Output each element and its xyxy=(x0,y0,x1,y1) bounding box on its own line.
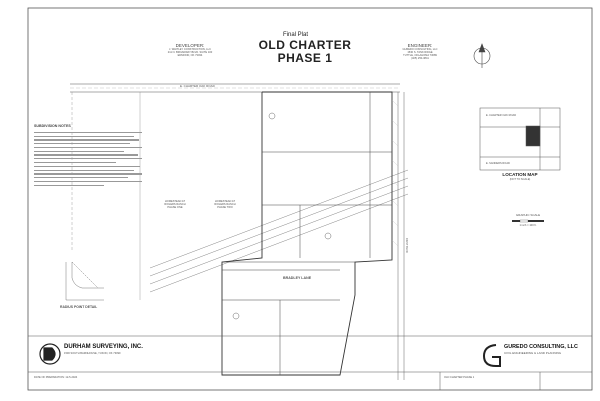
location-map-frame xyxy=(479,107,561,171)
homestead-phase: PHASE ONE xyxy=(167,206,183,209)
developer-heading: DEVELOPER: xyxy=(175,43,205,48)
surveyor-address: 1500 SOUTH BARNHOUSE, YUKON, OK 73099 xyxy=(64,352,121,355)
subdivision-boundary xyxy=(221,91,393,376)
guredo-logo xyxy=(482,344,501,367)
hatch-strip xyxy=(391,99,399,247)
homestead-name: HOMESTEAD AT xyxy=(164,200,186,203)
plat-title-line2: PHASE 1 xyxy=(277,51,333,65)
engineer-line: TUTTLE, OKLAHOMA 73089 xyxy=(403,53,437,57)
plat-title-line1: OLD CHARTER xyxy=(258,38,352,52)
engineer-line: (405) 250-3841 xyxy=(411,56,429,60)
diagonal-easement xyxy=(149,169,409,293)
location-road-bottom: E. SANDERS ROAD xyxy=(486,162,510,165)
graphic-scale-title: GRAPHIC SCALE xyxy=(515,213,541,217)
sheet-title: OLD CHARTER PHASE 1 xyxy=(444,376,475,379)
engineer-heading: ENGINEER: xyxy=(407,43,433,48)
developer-line: EDMOND, OK 73034 xyxy=(177,53,203,57)
engineer-line: 1530 S. TANK RIDGE xyxy=(407,50,433,54)
engineer-line: GUREDO CONSULTING, LLC xyxy=(402,47,438,51)
radius-detail-title: RADIUS POINT DETAIL xyxy=(60,305,98,309)
location-road-top: E. CHARTER OAK ROAD xyxy=(486,114,517,117)
subdivision-notes: SUBDIVISION NOTES xyxy=(34,124,144,189)
lot-lines xyxy=(222,92,392,375)
road-label-first: FIRST BLVD xyxy=(405,238,408,253)
developer-line: 211 N. BROADWAY BLVD. SUITE 100 xyxy=(167,50,213,54)
homestead-sub: ROGERS RANCH xyxy=(214,203,236,206)
homestead-label: HOMESTEAD AT ROGERS RANCH PHASE TWO xyxy=(205,200,245,209)
notes-heading: SUBDIVISION NOTES xyxy=(34,124,71,128)
engineer-block: ENGINEER: GUREDO CONSULTING, LLC 1530 S.… xyxy=(380,43,460,60)
graphic-scale-bar xyxy=(512,219,544,223)
location-map-sub: (NOT TO SCALE) xyxy=(509,178,531,181)
homestead-phase: PHASE TWO xyxy=(217,206,233,209)
graphic-scale-note: 1 inch = 100 ft. xyxy=(519,224,537,227)
consultant-name: GUREDO CONSULTING, LLC xyxy=(504,344,578,350)
notes-body xyxy=(34,131,144,186)
road-label-bradley: BRADLEY LANE xyxy=(283,276,312,280)
developer-line: J. WHITLEY CONSTRUCTION, LLC xyxy=(168,47,212,51)
lot-markers xyxy=(232,112,332,320)
radius-detail-drawing xyxy=(65,261,104,301)
final-plat-label: Final Plat xyxy=(283,32,309,38)
homestead-sub: ROGERS RANCH xyxy=(164,203,186,206)
developer-block: DEVELOPER: J. WHITLEY CONSTRUCTION, LLC … xyxy=(150,43,230,57)
road-label-charter-oak: E. CHARTER OAK ROAD xyxy=(180,84,215,88)
north-arrow xyxy=(473,43,491,68)
location-map-title: LOCATION MAP xyxy=(502,172,538,177)
homestead-label: HOMESTEAD AT ROGERS RANCH PHASE ONE xyxy=(155,200,195,209)
preparation-date: DATE OF PREPARATION: 12-5-2024 xyxy=(34,376,78,379)
consultant-tagline: CIVIL ENGINEERING & LAND PLANNING xyxy=(504,351,562,355)
sheet-border xyxy=(27,7,593,391)
surveyor-name: DURHAM SURVEYING, INC. xyxy=(64,344,143,350)
durham-logo xyxy=(39,343,61,365)
homestead-name: HOMESTEAD AT xyxy=(214,200,236,203)
